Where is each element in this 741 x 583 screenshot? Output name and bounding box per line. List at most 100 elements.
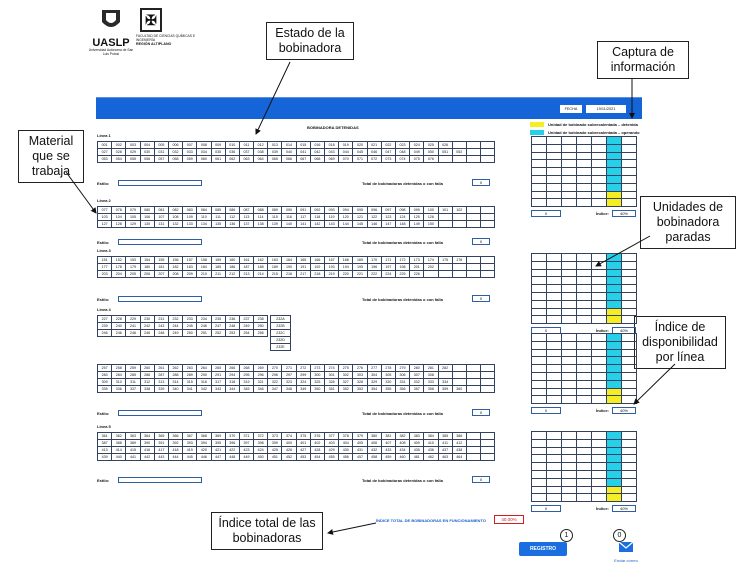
bobinadora-cell[interactable]: 256: [253, 329, 269, 337]
unit-cell[interactable]: [621, 493, 637, 503]
bobinadora-cell[interactable]: 449: [238, 453, 255, 461]
bobinadora-cell[interactable]: 060: [196, 155, 212, 163]
bobinadora-cell[interactable]: 232E: [270, 343, 291, 351]
callout-total: Índice total de las bobinadoras: [211, 512, 323, 550]
bobinadora-cell[interactable]: 443: [153, 453, 169, 461]
arrow-unidades: [595, 235, 651, 267]
bobinadora-cell[interactable]: [480, 220, 496, 228]
bobinadora-cell[interactable]: 246: [139, 329, 155, 337]
unit-status-grid: [531, 136, 637, 208]
bobinadora-cell[interactable]: 133: [182, 220, 198, 228]
bobinadora-cell[interactable]: 131: [153, 220, 169, 228]
bobinadora-cell[interactable]: 252: [210, 329, 226, 337]
estilo-label: Estilo:: [97, 240, 110, 245]
bobinadora-cell[interactable]: 441: [125, 453, 141, 461]
bobinadora-cell[interactable]: 129: [125, 220, 141, 228]
bobinadora-cell[interactable]: 248: [153, 329, 169, 337]
bobinadora-cell[interactable]: 062: [224, 155, 240, 163]
bobinadora-cell[interactable]: 446: [196, 453, 212, 461]
registro-button[interactable]: REGISTRO: [519, 542, 567, 556]
bobinadora-cell[interactable]: 253: [224, 329, 240, 337]
bobinadora-cell[interactable]: 254: [238, 329, 255, 337]
estilo-label: Estilo:: [97, 297, 110, 302]
bobinadora-cell[interactable]: 337: [125, 385, 141, 393]
bobinadora-cell[interactable]: 137: [238, 220, 255, 228]
bobinadora-cell[interactable]: 339: [153, 385, 169, 393]
bobinadora-cell[interactable]: 210: [196, 270, 212, 278]
callout-indice: Índice de disponibilidad por línea: [634, 316, 726, 369]
bobinadora-cell[interactable]: 136: [224, 220, 240, 228]
faculty-logo: ✠ FACULTAD DE CIENCIAS QUÍMICAS E INGENI…: [136, 8, 198, 58]
estilo-input[interactable]: [118, 296, 202, 302]
bobinadora-cell[interactable]: [480, 385, 496, 393]
bobinadora-cell[interactable]: 056: [139, 155, 155, 163]
bobinadora-cell[interactable]: 208: [167, 270, 184, 278]
total-stopped-label: Total de bobinadoras detenidas o con fal…: [362, 478, 443, 483]
bobinadora-cell[interactable]: [480, 155, 496, 163]
bobinadora-cell[interactable]: 055: [125, 155, 141, 163]
grid-row: [531, 136, 637, 145]
legend-yellow-swatch: [530, 122, 544, 127]
grid-row: [531, 315, 637, 325]
bobinadora-cell[interactable]: 341: [182, 385, 198, 393]
bobinadora-cell[interactable]: 447: [210, 453, 226, 461]
bobinadora-cell[interactable]: 444: [167, 453, 184, 461]
legend-cyan-swatch: [530, 130, 544, 135]
total-stopped-label: Total de bobinadoras detenidas o con fal…: [362, 240, 443, 245]
bobinadora-cell[interactable]: 448: [224, 453, 240, 461]
bobinadora-cell[interactable]: 209: [182, 270, 198, 278]
stopped-count: 0: [472, 179, 490, 186]
estilo-input[interactable]: [118, 477, 202, 483]
estilo-label: Estilo:: [97, 411, 110, 416]
bobinadora-cell[interactable]: 212: [224, 270, 240, 278]
bobinadora-cell[interactable]: 442: [139, 453, 155, 461]
bobinadora-cell[interactable]: 249: [167, 329, 184, 337]
fecha-value[interactable]: 19/11/2021: [586, 105, 626, 113]
estilo-input[interactable]: [118, 180, 202, 186]
bobinadora-cell[interactable]: 134: [196, 220, 212, 228]
unit-cell[interactable]: [621, 315, 637, 325]
line-label: Linea 2: [97, 198, 111, 203]
estilo-input[interactable]: [118, 239, 202, 245]
estilo-input[interactable]: [118, 410, 202, 416]
uaslp-subtitle: Universidad Autónoma de San Luis Potosí: [88, 48, 134, 56]
callout-unidades: Unidades de bobinadora paradas: [640, 196, 736, 249]
registro-label: REGISTRO: [529, 546, 557, 552]
grid-row: [531, 395, 637, 405]
bobinadora-cell[interactable]: 340: [167, 385, 184, 393]
bobinadora-cell[interactable]: 206: [139, 270, 155, 278]
bobinadora-cell[interactable]: 057: [153, 155, 169, 163]
bobinadora-cell[interactable]: [480, 270, 496, 278]
bobinadora-cell[interactable]: 250: [182, 329, 198, 337]
bobinadora-cell[interactable]: 213: [238, 270, 255, 278]
bobinadora-cell[interactable]: 445: [182, 453, 198, 461]
bobinadora-cell[interactable]: 251: [196, 329, 212, 337]
bobinadora-cell[interactable]: 211: [210, 270, 226, 278]
bobinadora-cell[interactable]: 063: [238, 155, 255, 163]
bobinadora-cell[interactable]: 342: [196, 385, 212, 393]
bobinadora-cell[interactable]: 343: [210, 385, 226, 393]
unit-cell[interactable]: [621, 198, 637, 208]
bobinadora-cell[interactable]: 061: [210, 155, 226, 163]
bobinadora-cell[interactable]: [480, 453, 496, 461]
bobinadora-cell[interactable]: 135: [210, 220, 226, 228]
bobinadora-cell[interactable]: 345: [238, 385, 255, 393]
bobinadora-cell[interactable]: 058: [167, 155, 184, 163]
bobinadora-cell[interactable]: 205: [125, 270, 141, 278]
bobinadora-cell[interactable]: 132: [167, 220, 184, 228]
email-button[interactable]: Enviar correo: [611, 540, 641, 566]
bobinadora-cell[interactable]: 130: [139, 220, 155, 228]
bobinadora-cell[interactable]: 344: [224, 385, 240, 393]
faculty-text: FACULTAD DE CIENCIAS QUÍMICAS E INGENIER…: [136, 34, 196, 42]
bobinadora-cell[interactable]: 246: [125, 329, 141, 337]
bobinadora-cell[interactable]: 059: [182, 155, 198, 163]
bobinadora-cell[interactable]: 338: [139, 385, 155, 393]
bobinadora-cell[interactable]: 207: [153, 270, 169, 278]
